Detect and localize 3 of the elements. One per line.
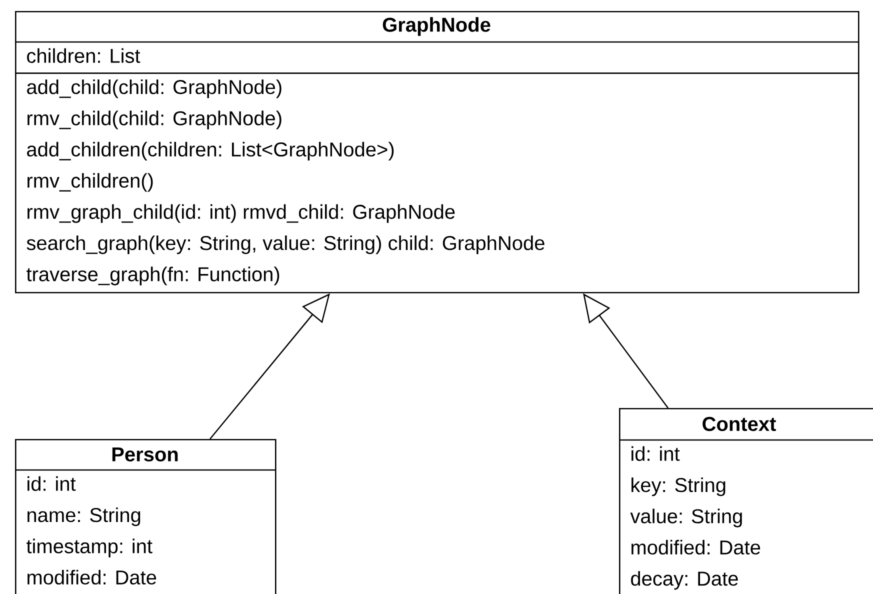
class-box: Context id: int key: String value: String modified: Date decay: Date [619, 408, 873, 594]
class-box: GraphNode children: List add_child(child: GraphNode) rmv_child(child: GraphNode) add_children(children: List<GraphNode>) rmv_children() rmv_graph_child(id: int) rmvd_child: GraphNode search_graph(key: String, value: String) child: GraphNode traverse_graph(fn: Function) [15, 11, 860, 294]
class-box: Person id: int name: String timestamp: int modified: Date [15, 439, 276, 594]
